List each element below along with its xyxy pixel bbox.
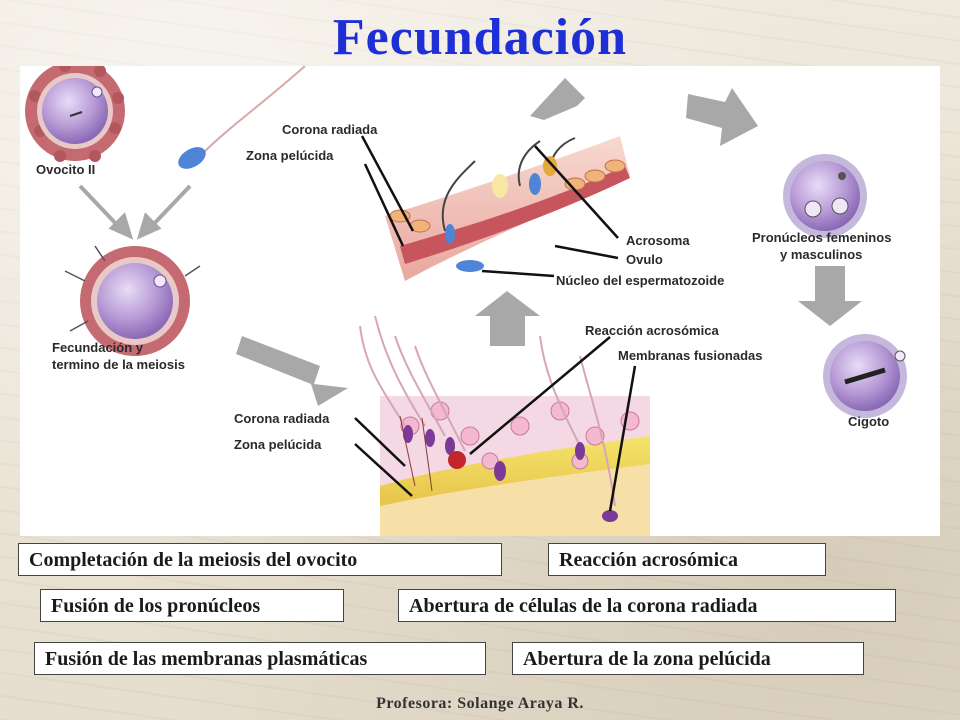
label-pronucleos-1: Pronúcleos femeninos <box>752 230 892 245</box>
label-nucleo: Núcleo del espermatozoide <box>556 273 725 288</box>
label-fecundacion-2: termino de la meiosis <box>52 357 185 372</box>
page-title: Fecundación <box>332 9 628 66</box>
fertilization-cell-illustration <box>64 245 201 356</box>
pronuclei-cell-illustration <box>783 154 867 238</box>
zygote-illustration <box>823 334 907 418</box>
box-reaccion[interactable]: Reacción acrosómica <box>548 543 826 576</box>
label-pronucleos-2: y masculinos <box>780 247 863 262</box>
bottom-fusion-illustration <box>359 315 650 536</box>
label-reaccion: Reacción acrosómica <box>585 323 719 338</box>
arrow-up-right <box>530 78 585 120</box>
label-corona-bottom: Corona radiada <box>234 411 330 426</box>
footer-author: Profesora: Solange Araya R. <box>376 695 584 712</box>
diagram-illustration <box>25 66 907 536</box>
label-acrosoma: Acrosoma <box>626 233 690 248</box>
fertilization-diagram: Ovocito II Fecundación y termino de la m… <box>20 66 940 536</box>
label-ovulo: Ovulo <box>626 252 663 267</box>
label-zona-bottom: Zona pelúcida <box>234 437 322 452</box>
label-corona-top: Corona radiada <box>282 122 378 137</box>
ovocito-illustration <box>25 66 125 162</box>
converge-arrows <box>78 184 192 240</box>
label-zona-top: Zona pelúcida <box>246 148 334 163</box>
arrow-to-bottom <box>236 336 348 406</box>
leader-lines <box>354 135 637 512</box>
label-ovocito: Ovocito II <box>36 162 96 177</box>
sperm-illustration <box>178 66 306 169</box>
arrow-up <box>475 291 540 346</box>
label-cigoto: Cigoto <box>848 414 890 429</box>
label-fecundacion-1: Fecundación y <box>52 340 144 355</box>
arrow-down <box>798 266 862 326</box>
box-fusion-membranas[interactable]: Fusión de las membranas plasmáticas <box>34 642 486 675</box>
box-completacion[interactable]: Completación de la meiosis del ovocito <box>18 543 502 576</box>
label-membranas: Membranas fusionadas <box>618 348 763 363</box>
arrow-right <box>686 88 758 146</box>
box-abertura-zona[interactable]: Abertura de la zona pelúcida <box>512 642 864 675</box>
box-fusion-pronucleos[interactable]: Fusión de los pronúcleos <box>40 589 344 622</box>
box-abertura-corona[interactable]: Abertura de células de la corona radiada <box>398 589 896 622</box>
top-fusion-illustration <box>385 136 630 281</box>
